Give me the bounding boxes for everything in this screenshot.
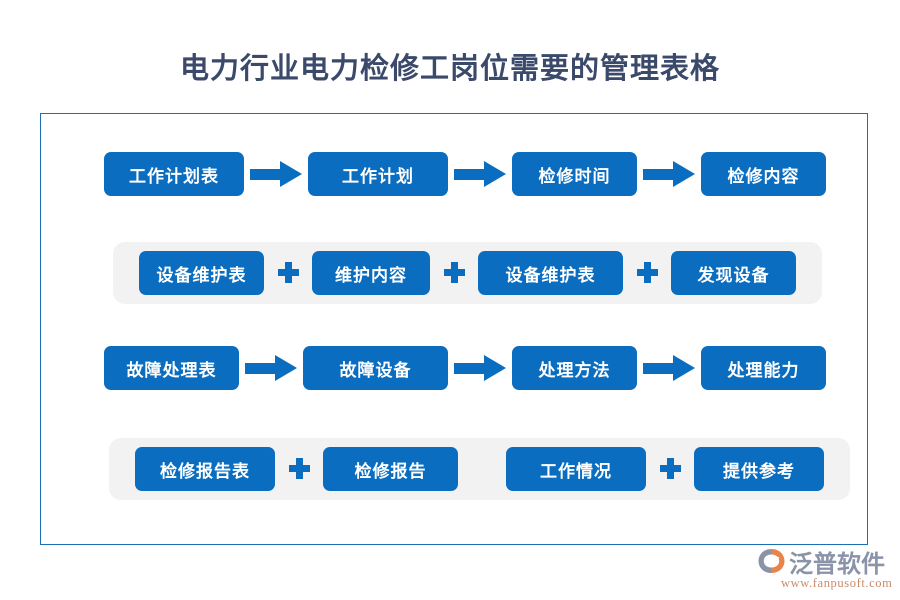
plus-icon — [655, 456, 685, 482]
flow-node[interactable]: 维护内容 — [312, 251, 430, 295]
flow-node[interactable]: 工作计划 — [308, 152, 448, 196]
flow-node-label: 检修内容 — [727, 166, 800, 186]
flow-node-label: 维护内容 — [335, 265, 407, 285]
flow-node[interactable]: 工作情况 — [506, 447, 646, 491]
brand-url: www.fanpusoft.com — [781, 576, 893, 590]
flow-node-label: 设备维护表 — [505, 265, 596, 285]
flow-node-label: 检修时间 — [538, 166, 611, 186]
diagram-frame: 工作计划表 工作计划 检修时间 检修内容 设备维护表 — [40, 113, 868, 545]
brand-name: 泛普软件 — [789, 551, 885, 578]
brand-logo: 泛普软件 www.fanpusoft.com — [757, 546, 893, 594]
arrow-icon — [643, 355, 695, 381]
flow-node-label: 处理方法 — [538, 360, 611, 380]
flow-node[interactable]: 发现设备 — [671, 251, 796, 295]
flow-node-label: 处理能力 — [727, 360, 800, 380]
flow-node[interactable]: 设备维护表 — [139, 251, 264, 295]
flow-node[interactable]: 检修报告 — [323, 447, 458, 491]
flow-node-label: 故障处理表 — [126, 360, 217, 380]
fanpu-logo-icon — [757, 547, 787, 575]
flow-node[interactable]: 提供参考 — [694, 447, 824, 491]
flow-node[interactable]: 处理方法 — [512, 346, 637, 390]
flow-row-repair-report: 检修报告表 检修报告 工作情况 提供参考 — [109, 438, 850, 500]
flow-node-label: 设备维护表 — [156, 265, 247, 285]
flow-node-label: 检修报告 — [354, 461, 427, 481]
arrow-icon — [454, 161, 506, 187]
arrow-icon — [454, 355, 506, 381]
flow-node[interactable]: 故障设备 — [303, 346, 448, 390]
flow-node[interactable]: 处理能力 — [701, 346, 826, 390]
brand-logo-row: 泛普软件 — [757, 546, 891, 578]
flow-node[interactable]: 检修内容 — [701, 152, 826, 196]
flow-node-label: 提供参考 — [723, 461, 795, 481]
flow-node[interactable]: 工作计划表 — [104, 152, 244, 196]
arrow-icon — [643, 161, 695, 187]
flow-row-fault-handling: 故障处理表 故障设备 处理方法 处理能力 — [104, 346, 826, 390]
flow-node-label: 工作计划表 — [129, 166, 219, 186]
flow-node-label: 工作计划 — [342, 166, 414, 186]
arrow-icon — [245, 355, 297, 381]
flow-node[interactable]: 设备维护表 — [478, 251, 623, 295]
flow-row-work-plan: 工作计划表 工作计划 检修时间 检修内容 — [104, 152, 826, 196]
plus-icon — [284, 456, 314, 482]
flow-node-label: 检修报告表 — [160, 461, 250, 481]
plus-icon — [439, 260, 469, 286]
flow-row-equipment-maintenance: 设备维护表 维护内容 设备维护表 发现设备 — [113, 242, 822, 304]
flow-node-label: 发现设备 — [697, 265, 770, 285]
page-title: 电力行业电力检修工岗位需要的管理表格 — [179, 53, 720, 85]
row-gap — [467, 456, 497, 482]
flow-node-label: 工作情况 — [540, 461, 612, 481]
plus-icon — [273, 260, 303, 286]
flow-node-label: 故障设备 — [339, 360, 412, 380]
plus-icon — [632, 260, 662, 286]
flow-node[interactable]: 检修时间 — [512, 152, 637, 196]
arrow-icon — [250, 161, 302, 187]
flow-node[interactable]: 故障处理表 — [104, 346, 239, 390]
flow-node[interactable]: 检修报告表 — [135, 447, 275, 491]
